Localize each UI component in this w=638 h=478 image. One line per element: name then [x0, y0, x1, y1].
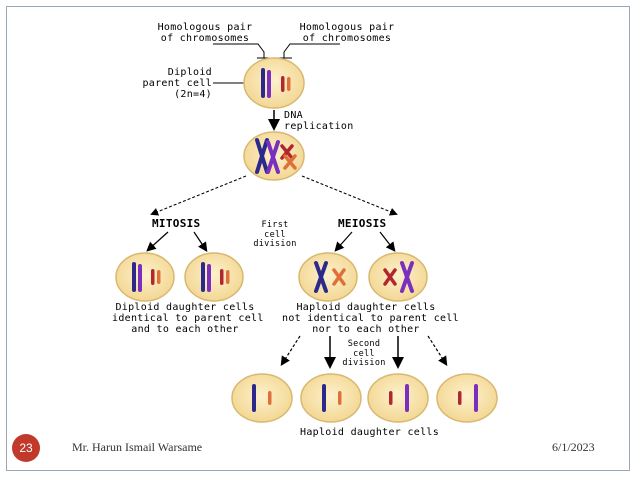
final-haploid-cell-3: [367, 373, 429, 423]
branch-arrows: [150, 175, 398, 216]
final-haploid-cell-4: [436, 373, 498, 423]
homologous-pair-label-right: Homologous pair of chromosomes: [299, 22, 395, 44]
slide-frame: [6, 6, 630, 471]
slide-number-badge: 23: [12, 434, 40, 462]
mitosis-daughter-cell-1: [115, 252, 175, 302]
second-division-arrows: [280, 335, 448, 369]
replicated-cell: [243, 131, 305, 181]
diploid-daughters-label: Diploid daughter cells identical to pare…: [112, 302, 264, 335]
date-footer: 6/1/2023: [552, 440, 595, 454]
meiosis-label: MEIOSIS: [338, 217, 387, 230]
meiosis-daughter-cell-2: [368, 252, 428, 302]
mitosis-arrows: [146, 231, 208, 252]
meiosis-daughter-cell-1: [298, 252, 358, 302]
haploid-daughters-label: Haploid daughter cells not identical to …: [282, 302, 459, 335]
author-footer: Mr. Harun Ismail Warsame: [72, 440, 203, 454]
homologous-pair-label-left: Homologous pair of chromosomes: [157, 22, 253, 44]
haploid-daughters-final-label: Haploid daughter cells: [300, 427, 440, 438]
mitosis-label: MITOSIS: [152, 217, 201, 230]
first-division-label: First cell division: [253, 220, 297, 249]
mitosis-daughter-cell-2: [184, 252, 244, 302]
final-haploid-cell-2: [300, 373, 362, 423]
parent-cell: [243, 57, 305, 109]
dna-replication-label: DNA replication: [284, 110, 354, 132]
second-division-label: Second cell division: [342, 339, 386, 368]
final-haploid-cell-1: [231, 373, 293, 423]
diploid-parent-label: Diploid parent cell (2n=4): [142, 67, 212, 100]
meiosis-arrows: [334, 231, 396, 252]
